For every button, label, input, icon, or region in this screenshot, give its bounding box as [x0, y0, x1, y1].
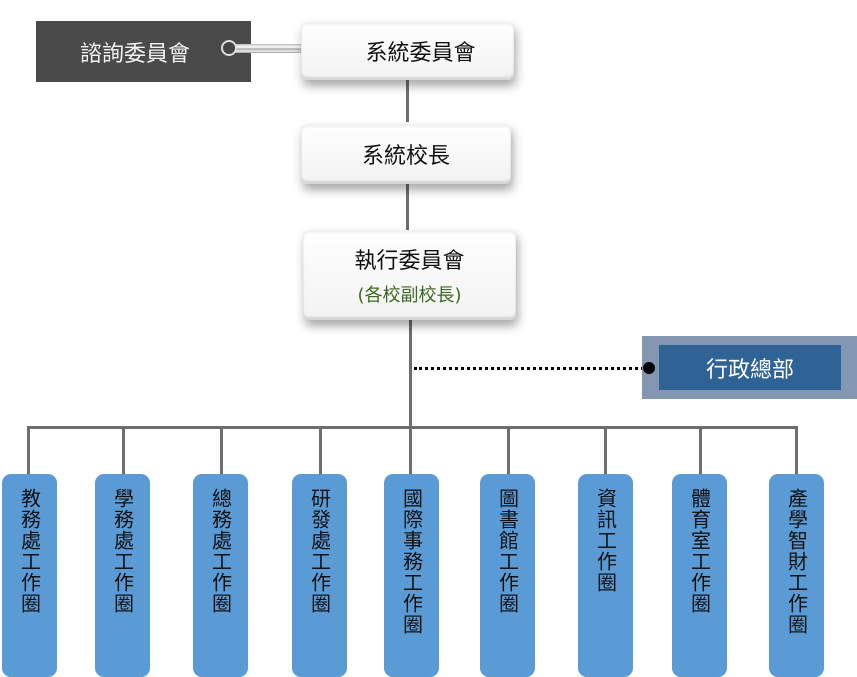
connector-unit-8 [795, 426, 798, 476]
connector-unit-4 [409, 426, 412, 476]
connector-committee-president [406, 80, 409, 122]
binder-ring-left-icon [221, 40, 237, 56]
binder-rod [229, 44, 327, 53]
executive-committee-sublabel: (各校副校長) [357, 285, 462, 306]
connector-unit-1 [122, 426, 125, 476]
advisory-committee-node[interactable]: 諮詢委員會 [36, 21, 251, 82]
system-president-node[interactable]: 系統校長 [301, 124, 511, 184]
connector-president-executive [406, 184, 409, 230]
unit-label: 體育室工作圈 [687, 488, 712, 614]
unit-physical-education[interactable]: 體育室工作圈 [672, 474, 727, 677]
connector-unit-5 [507, 426, 510, 476]
unit-information[interactable]: 資訊工作圈 [578, 474, 633, 677]
unit-library[interactable]: 圖書館工作圈 [480, 474, 535, 677]
connector-horizontal-bus [27, 426, 798, 429]
unit-research-development[interactable]: 研發處工作圈 [292, 474, 347, 677]
unit-international-affairs[interactable]: 國際事務工作圈 [384, 474, 439, 677]
unit-label: 研發處工作圈 [307, 488, 332, 614]
dotted-connector-admin [414, 367, 644, 370]
system-president-label: 系統校長 [361, 144, 450, 169]
unit-academic-affairs[interactable]: 教務處工作圈 [2, 474, 57, 677]
unit-label: 圖書館工作圈 [495, 488, 520, 614]
unit-label: 產學智財工作圈 [784, 488, 809, 635]
unit-label: 總務處工作圈 [208, 488, 233, 614]
connector-unit-2 [220, 426, 223, 476]
unit-student-affairs[interactable]: 學務處工作圈 [95, 474, 150, 677]
connector-executive-trunk [409, 320, 412, 428]
connector-dot-icon [643, 362, 655, 374]
connector-unit-7 [699, 426, 702, 476]
connector-unit-0 [27, 426, 30, 476]
advisory-committee-label: 諮詢委員會 [80, 41, 191, 67]
unit-label: 教務處工作圈 [17, 488, 42, 614]
unit-industry-ip[interactable]: 產學智財工作圈 [769, 474, 824, 677]
unit-label: 資訊工作圈 [593, 488, 618, 593]
system-committee-node[interactable]: 系統委員會 [301, 22, 514, 80]
connector-unit-3 [319, 426, 322, 476]
executive-committee-label: 執行委員會 [354, 249, 465, 274]
system-committee-label: 系統委員會 [365, 41, 476, 66]
unit-general-affairs[interactable]: 總務處工作圈 [193, 474, 248, 677]
unit-label: 國際事務工作圈 [399, 488, 424, 635]
admin-hq-label: 行政總部 [705, 357, 794, 383]
unit-label: 學務處工作圈 [110, 488, 135, 614]
connector-unit-6 [604, 426, 607, 476]
admin-hq-node[interactable]: 行政總部 [659, 345, 841, 390]
executive-committee-node[interactable]: 執行委員會 (各校副校長) [303, 230, 516, 320]
